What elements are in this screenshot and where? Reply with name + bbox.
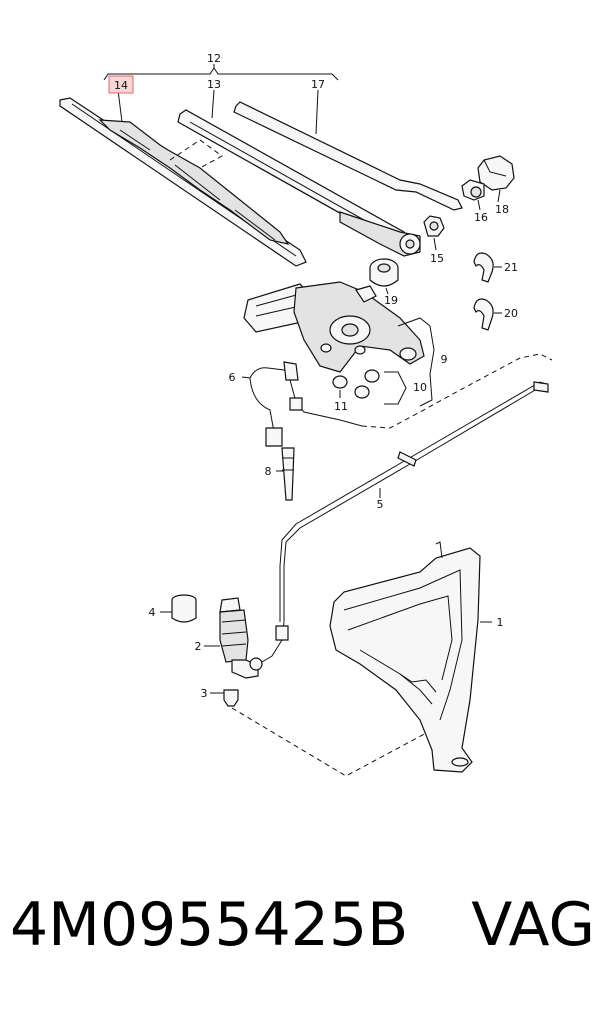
callout-6: 6 <box>229 371 236 384</box>
callout-11: 11 <box>334 400 348 413</box>
nuts-part-10-11 <box>332 369 407 405</box>
callout-5: 5 <box>377 498 384 511</box>
exploded-parts-diagram: 14 12 13 17 18 16 15 21 19 20 9 6 10 11 … <box>59 52 553 777</box>
caption-row: 4M0955425B VAG <box>10 895 595 955</box>
callout-2: 2 <box>195 640 202 653</box>
clip-part-16 <box>461 179 485 211</box>
washer-reservoir-part-1 <box>329 541 492 773</box>
callout-12: 12 <box>207 52 221 65</box>
callout-15: 15 <box>430 252 444 265</box>
callout-16: 16 <box>474 211 488 224</box>
clamp-part-20 <box>473 298 502 331</box>
washer-jet-part-8 <box>276 447 295 501</box>
callout-1: 1 <box>497 616 504 629</box>
washer-pump-part-2 <box>204 597 263 679</box>
wiper-motor-part-9 <box>243 281 435 407</box>
callout-10: 10 <box>413 381 427 394</box>
brand-label: VAG <box>471 890 595 960</box>
callout-18: 18 <box>495 203 509 216</box>
callout-9: 9 <box>441 353 448 366</box>
callout-17: 17 <box>311 78 325 91</box>
group-bracket-12 <box>103 64 339 81</box>
nut-part-15 <box>423 215 445 251</box>
wiper-arm-part-13 <box>177 89 421 257</box>
part-number-label: 4M0955425B <box>10 890 409 960</box>
callout-3: 3 <box>201 687 208 700</box>
callout-21: 21 <box>504 261 518 274</box>
callout-8: 8 <box>265 465 272 478</box>
callout-4: 4 <box>149 606 156 619</box>
cap-part-18 <box>477 155 515 203</box>
callout-19: 19 <box>384 294 398 307</box>
cover-part-17 <box>233 89 463 211</box>
callout-14: 14 <box>114 79 128 92</box>
highlight-box-14 <box>108 75 134 94</box>
wiper-blade-part-14 <box>59 89 307 267</box>
callout-13: 13 <box>207 78 221 91</box>
grommet-part-19 <box>369 258 399 295</box>
clamp-part-21 <box>473 252 502 283</box>
grommet-part-4 <box>160 594 197 623</box>
washer-hose-part-5 <box>261 353 553 663</box>
callout-20: 20 <box>504 307 518 320</box>
seal-part-3 <box>210 689 429 777</box>
wiring-harness-part-6 <box>241 361 363 447</box>
